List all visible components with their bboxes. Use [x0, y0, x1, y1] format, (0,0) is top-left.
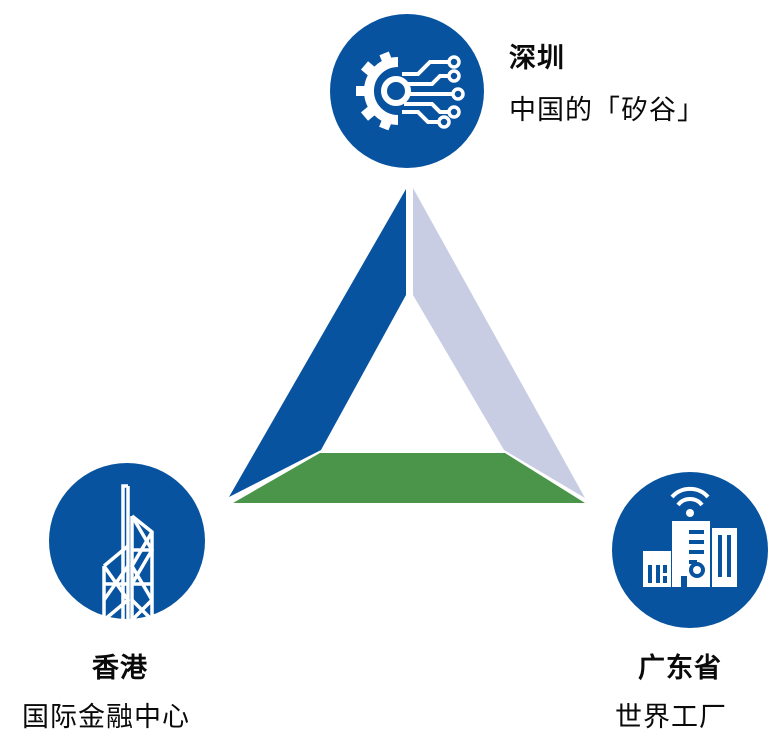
hongkong-subtitle: 国际金融中心 — [22, 702, 190, 733]
hongkong-title: 香港 — [92, 653, 148, 684]
edge-shenzhen-hongkong — [229, 189, 406, 497]
gear-circuit-icon — [356, 51, 465, 131]
shenzhen-subtitle: 中国的「矽谷」 — [509, 95, 705, 126]
edge-hongkong-guangdong — [233, 453, 585, 503]
guangdong-title: 广东省 — [638, 653, 722, 684]
shenzhen-title: 深圳 — [509, 43, 565, 74]
edge-shenzhen-guangdong — [413, 188, 585, 498]
factory-building-wifi-icon — [643, 486, 737, 587]
bank-tower-icon — [102, 484, 155, 622]
guangdong-subtitle: 世界工厂 — [615, 702, 727, 733]
